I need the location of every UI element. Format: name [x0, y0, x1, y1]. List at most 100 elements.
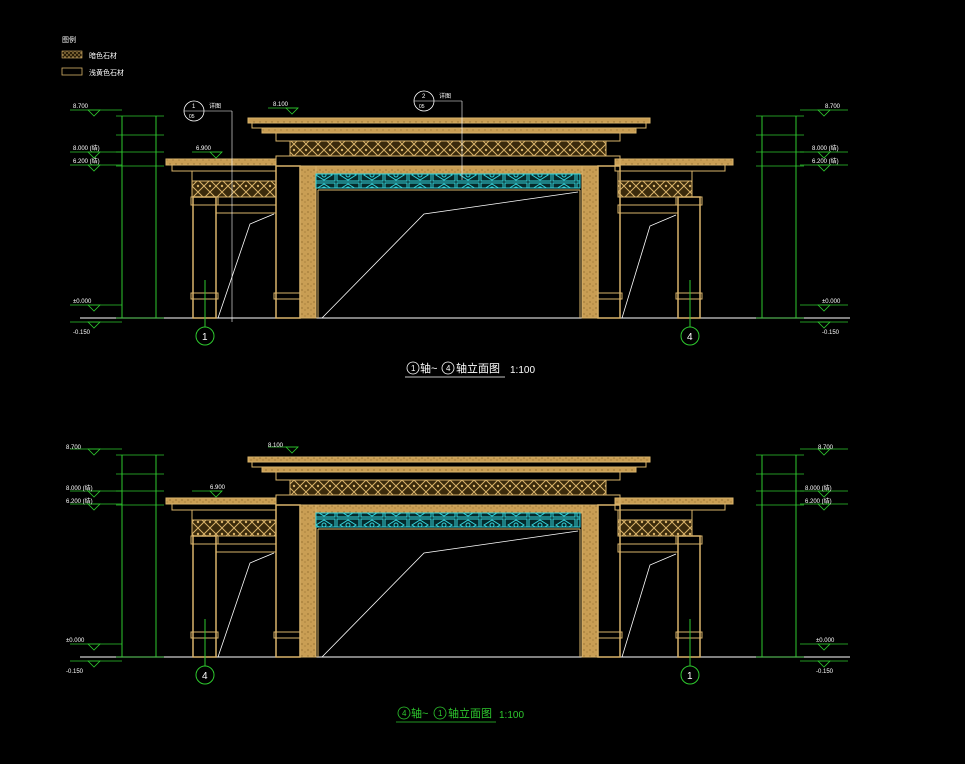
- left-fascia: [191, 509, 277, 521]
- axis-label-left-bot: 4: [202, 671, 208, 682]
- column-capital: [190, 196, 219, 206]
- axis-label-right-top: 4: [687, 332, 693, 343]
- legend-title: 图例: [62, 35, 76, 44]
- main-roof-top: [247, 117, 651, 124]
- left-frieze: [191, 180, 277, 198]
- left-fascia: [191, 170, 277, 182]
- elevation-top-labels: 8.700 8.000 (结) 6.200 (结) ±0.000 -0.150 …: [73, 90, 841, 378]
- svg-text:1:100: 1:100: [499, 710, 524, 721]
- level-marker: [87, 643, 101, 651]
- svg-text:轴~: 轴~: [420, 361, 437, 375]
- right-roof-band: [614, 503, 726, 511]
- main-cornice: [275, 132, 621, 142]
- level-marker: [817, 448, 831, 456]
- level-right-top-2: 8.000 (结): [812, 144, 839, 152]
- level-left-top-3: 6.200 (结): [73, 157, 100, 165]
- level-right-top-3: 6.200 (结): [812, 157, 839, 165]
- level-marker: [817, 304, 831, 312]
- right-main-pillar: [597, 165, 621, 319]
- level-marker: [817, 660, 831, 668]
- level-marker: [817, 321, 831, 329]
- level-right-top-5: -0.150: [822, 330, 840, 336]
- level-marker: [817, 490, 831, 498]
- legend-label-light-stone: 浅黄色石材: [89, 68, 124, 77]
- right-fascia: [617, 509, 693, 521]
- right-sight-line: [621, 214, 677, 319]
- svg-text:4: 4: [446, 364, 451, 373]
- level-left-top-5: -0.150: [73, 330, 91, 336]
- gate-sight-line: [321, 530, 579, 658]
- level-marker: [87, 321, 101, 329]
- level-marker: [87, 151, 101, 159]
- pillar-base: [273, 292, 303, 300]
- left-inner-post: [299, 504, 317, 658]
- right-fascia: [617, 170, 693, 182]
- left-roof-band: [171, 164, 277, 172]
- level-right-top-4: ±0.000: [822, 299, 841, 305]
- legend-swatch-dark-stone: [61, 50, 83, 59]
- level-left-bot-5: -0.150: [66, 669, 84, 675]
- svg-text:轴立面图: 轴立面图: [456, 361, 500, 375]
- level-marker: [87, 503, 101, 511]
- left-main-pillar: [275, 165, 301, 319]
- level-marker: [209, 151, 223, 159]
- level-marker: [817, 151, 831, 159]
- level-right-bot-2: 8.000 (结): [805, 484, 832, 492]
- left-main-pillar: [275, 504, 301, 658]
- main-roof-top: [247, 456, 651, 463]
- elevation-top: [70, 107, 850, 329]
- lattice-panel: [315, 173, 581, 189]
- right-frieze: [617, 519, 693, 537]
- level-top-top: 8.100: [273, 102, 289, 108]
- elevation-top-title: 1 轴~ 4 轴立面图 1:100: [405, 361, 535, 378]
- column-capital: [190, 535, 219, 545]
- axis-label-left-top: 1: [202, 332, 208, 343]
- right-beam: [617, 204, 679, 214]
- svg-text:1: 1: [411, 364, 416, 373]
- main-roof-band-1: [251, 461, 647, 468]
- axis-bubble-left-bot: [195, 665, 215, 685]
- level-top-bot: 8.100: [268, 443, 284, 449]
- right-sight-line: [621, 553, 677, 658]
- elevation-bottom: [70, 446, 850, 668]
- inner-lintel: [315, 165, 583, 175]
- level-marker: [285, 446, 299, 454]
- left-sight-line: [217, 552, 275, 658]
- right-main-pillar: [597, 504, 621, 658]
- axis-bubble-right-bot: [680, 665, 700, 685]
- callout-1-bottom: 05: [189, 114, 195, 120]
- level-right-bot-4: ±0.000: [816, 638, 835, 644]
- main-roof-band-2: [261, 466, 637, 473]
- right-inner-post: [581, 165, 599, 319]
- pillar-base: [595, 292, 623, 300]
- right-roof-band: [614, 164, 726, 172]
- level-marker: [87, 109, 101, 117]
- main-cornice: [275, 471, 621, 481]
- right-roof-slab: [614, 158, 734, 166]
- axis-label-right-bot: 1: [687, 671, 693, 682]
- callout-2-bottom: 05: [419, 104, 425, 110]
- level-marker: [209, 490, 223, 498]
- column-base: [675, 292, 703, 300]
- level-marker: [87, 660, 101, 668]
- level-left-top-4: ±0.000: [73, 299, 92, 305]
- level-marker: [817, 503, 831, 511]
- elevation-bottom-title: 4 轴~ 1 轴立面图 1:100: [396, 706, 524, 723]
- callout-2-note: 详图: [439, 92, 451, 100]
- left-sight-line: [217, 213, 275, 319]
- axis-bubble-right-top: [680, 326, 700, 346]
- level-right-bot-5: -0.150: [816, 669, 834, 675]
- level-right-top-1: 8.700: [825, 104, 841, 110]
- level-marker: [817, 164, 831, 172]
- left-inner-post: [299, 165, 317, 319]
- right-side-column: [677, 535, 701, 658]
- level-marker: [87, 448, 101, 456]
- right-side-column: [677, 196, 701, 319]
- level-marker: [87, 164, 101, 172]
- level-marker: [87, 304, 101, 312]
- level-left-bot-3: 6.200 (结): [66, 497, 93, 505]
- left-roof-slab: [165, 158, 277, 166]
- svg-text:1: 1: [438, 709, 443, 718]
- level-left-top-1: 8.700: [73, 104, 89, 110]
- level-left-bot-2: 8.000 (结): [66, 484, 93, 492]
